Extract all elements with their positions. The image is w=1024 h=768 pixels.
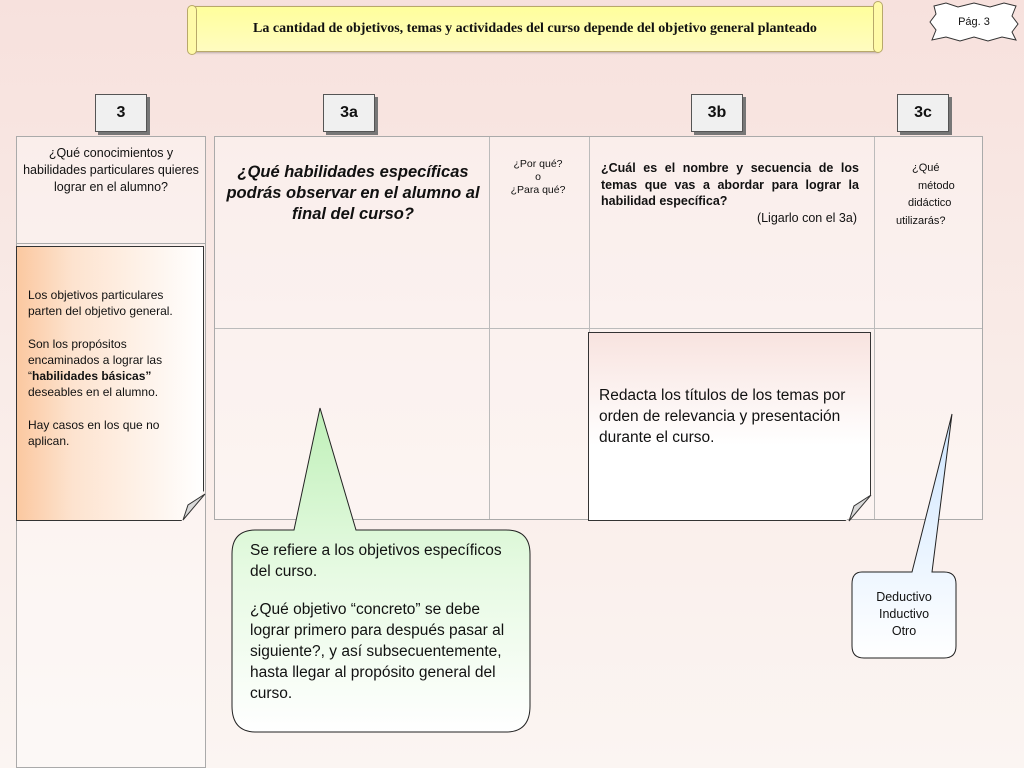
callout-paragraph: ¿Qué objetivo “concreto” se debe lograr … [250, 601, 505, 702]
column-3b-question-text: ¿Cuál es el nombre y secuencia de los te… [601, 161, 859, 208]
tag-3: 3 [95, 94, 147, 132]
page-number: Pág. 3 [958, 16, 990, 28]
why-question: ¿Por qué? o ¿Para qué? [492, 158, 584, 197]
tag-3b: 3b [691, 94, 743, 132]
method-option: Inductivo [878, 607, 930, 621]
why-line: ¿Por qué? [513, 158, 563, 170]
column-3-question: ¿Qué conocimientos y habilidades particu… [17, 137, 205, 244]
seal-shape [929, 2, 1019, 42]
specific-objectives-text: Se refiere a los objetivos específicos d… [250, 540, 520, 704]
title-banner: La cantidad de objetivos, temas y activi… [187, 1, 883, 55]
method-line: método [918, 179, 955, 192]
method-option: Otro [891, 624, 917, 638]
banner-text: La cantidad de objetivos, temas y activi… [253, 21, 817, 36]
tag-3c: 3c [897, 94, 949, 132]
method-line: ¿Qué [912, 162, 940, 174]
method-line: didáctico [908, 197, 952, 209]
method-options: Deductivo Inductivo Otro [852, 589, 956, 640]
speech-callout-green [231, 407, 531, 733]
grid-row-divider [215, 328, 982, 329]
column-3a-question: ¿Qué habilidades específicas podrás obse… [226, 163, 480, 223]
column-3b-link-note: (Ligarlo con el 3a) [756, 210, 857, 225]
page-number-seal: Pág. 3 [928, 2, 1020, 42]
page-curl-fold [182, 493, 206, 521]
page-curl-fold [848, 494, 872, 522]
why-or: o [535, 171, 541, 183]
note-emphasis: habilidades básicas” [32, 369, 152, 383]
note-paragraph: Son los propósitos encaminados a lograr … [28, 336, 195, 400]
scroll-curl-right [873, 1, 883, 53]
note-paragraph: Los objetivos particulares parten del ob… [28, 288, 173, 318]
speech-callout-blue [851, 413, 957, 659]
method-line: utilizarás? [896, 214, 946, 227]
callout-paragraph: Se refiere a los objetivos específicos d… [250, 542, 502, 580]
tag-3a: 3a [323, 94, 375, 132]
topics-note: Redacta los títulos de los temas por ord… [588, 332, 871, 521]
scroll-curl-left [187, 5, 197, 55]
column-3c-question: ¿Qué método didáctico utilizarás? [880, 160, 980, 230]
column-3b-question: ¿Cuál es el nombre y secuencia de los te… [601, 160, 859, 226]
method-option: Deductivo [876, 590, 932, 604]
note-text: Son los propósitos encaminados a lograr … [28, 337, 163, 383]
why-line: ¿Para qué? [510, 184, 566, 196]
note-paragraph: Hay casos en los que no aplican. [28, 418, 160, 448]
note-text: deseables en el alumno. [28, 385, 159, 399]
objectives-note: Los objetivos particulares parten del ob… [16, 246, 204, 521]
